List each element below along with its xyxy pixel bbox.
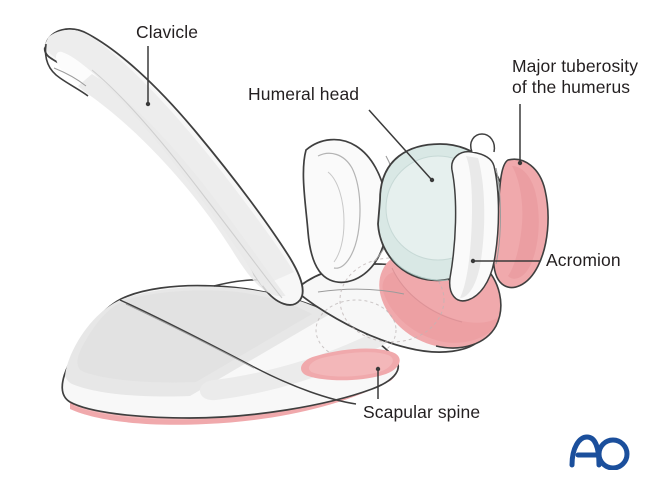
- coracoid-inner-shade-2: [327, 171, 345, 263]
- clavicle-sternal-notch: [53, 67, 87, 87]
- scapular-spine-ridge: [119, 299, 357, 405]
- scapula-body: [61, 279, 400, 425]
- label-acromion: Acromion: [546, 250, 621, 270]
- leader-line-scapular-spine: [375, 366, 381, 399]
- bicipital-groove-notch: [470, 133, 496, 153]
- ao-logo: [569, 434, 630, 470]
- major-tuberosity: [448, 133, 549, 302]
- leader-line-major-tuberosity: [517, 104, 523, 166]
- label-major-tuberosity-line2: of the humerus: [512, 77, 631, 97]
- leader-line-acromion: [470, 258, 540, 264]
- humeral-head-cartilage-edge: [391, 257, 449, 281]
- scapular-spine-pink-soft: [308, 352, 393, 377]
- label-clavicle: Clavicle: [136, 22, 199, 42]
- coracoid-inner-shade: [317, 152, 361, 269]
- label-scapular-spine: Scapular spine: [363, 402, 481, 422]
- ao-logo-a-glyph: [569, 434, 602, 468]
- scapula-lower-shade: [199, 326, 394, 401]
- label-humeral-head: Humeral head: [248, 84, 360, 104]
- acromion-pink-curve-line: [391, 267, 463, 323]
- leader-line-humeral-head: [368, 109, 435, 183]
- clavicle-shaft-highlight: [91, 69, 283, 299]
- acromion-ridge: [317, 288, 405, 295]
- leader-lines: [145, 46, 540, 399]
- clavicle: [43, 28, 304, 306]
- clavicle-lower-shade: [78, 74, 290, 297]
- clavicle-sternal-end: [44, 43, 89, 97]
- leader-line-clavicle: [145, 46, 151, 107]
- humerus-shaft-shade: [460, 156, 485, 298]
- greater-tuberosity-crest: [495, 167, 501, 265]
- scapular-spine-highlight: [301, 348, 400, 381]
- glenoid-fossa-ghost: [339, 257, 445, 343]
- major-tuberosity-shade: [508, 166, 539, 279]
- coracoid-process: [302, 138, 389, 284]
- scapular-spine-ridge-soft: [125, 303, 255, 369]
- ao-logo-o-glyph: [596, 437, 630, 470]
- label-major-tuberosity-line1: Major tuberosity: [512, 56, 639, 76]
- acromion-pink-shade: [382, 272, 500, 343]
